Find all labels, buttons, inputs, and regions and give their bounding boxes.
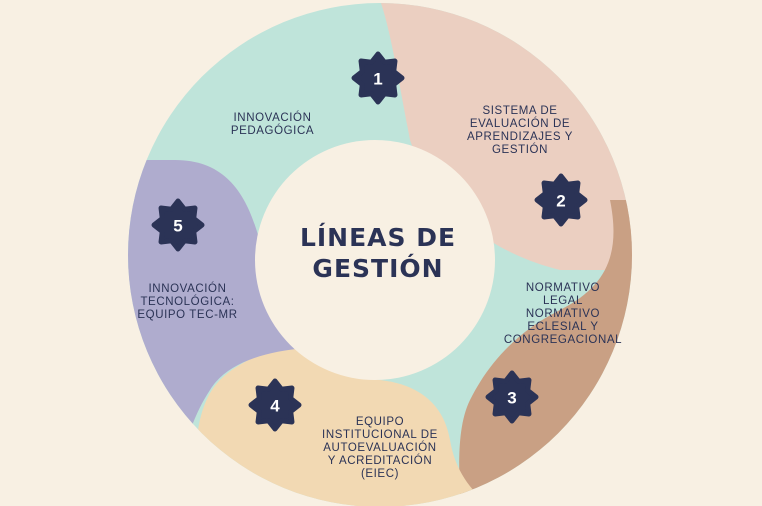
badge-2-number: 2 xyxy=(556,192,565,211)
label-line: TECNOLÓGICA: xyxy=(140,296,235,308)
label-line: PEDAGÓGICA xyxy=(230,125,315,137)
badge-1-number: 1 xyxy=(373,70,382,89)
center-title: LÍNEAS DE GESTIÓN xyxy=(258,222,498,284)
label-line: INNOVACIÓN xyxy=(148,283,227,295)
center-title-line1: LÍNEAS DE xyxy=(299,223,457,252)
label-line: LEGAL xyxy=(542,295,584,307)
label-line: NORMATIVO xyxy=(525,308,601,320)
badge-4-number: 4 xyxy=(270,397,280,416)
badge-4: 4 xyxy=(248,378,302,432)
badge-4-scallop xyxy=(248,378,302,432)
center-circle xyxy=(255,140,495,380)
segment-5-label: INNOVACIÓN TECNOLÓGICA: EQUIPO TEC-MR xyxy=(135,283,240,322)
label-line: ECLESIAL Y xyxy=(527,321,599,333)
badge-5-scallop xyxy=(151,198,205,252)
badge-3-number: 3 xyxy=(507,389,516,408)
segment-1-label: INNOVACIÓN PEDAGÓGICA xyxy=(205,112,340,138)
label-line: AUTOEVALUACIÓN xyxy=(323,442,437,454)
label-line: EQUIPO xyxy=(355,416,405,428)
badge-5: 5 xyxy=(151,198,205,252)
segment-2-label: SISTEMA DE EVALUACIÓN DE APRENDIZAJES Y … xyxy=(450,105,590,157)
label-line: APRENDIZAJES Y xyxy=(467,131,573,143)
segment-3-fill xyxy=(459,200,632,506)
badge-2-scallop xyxy=(534,173,588,227)
label-line: GESTIÓN xyxy=(492,144,548,156)
label-line: Y ACREDITACIÓN xyxy=(327,455,433,467)
segment-3-label: NORMATIVO LEGAL NORMATIVO ECLESIAL Y CON… xyxy=(497,282,629,347)
badge-5-number: 5 xyxy=(173,217,182,236)
label-line: EQUIPO TEC-MR xyxy=(137,309,238,321)
label-line: CONGREGACIONAL xyxy=(503,334,623,346)
badge-3: 3 xyxy=(485,370,539,424)
segment-4-label: EQUIPO INSTITUCIONAL DE AUTOEVALUACIÓN Y… xyxy=(310,416,450,481)
badge-3-scallop xyxy=(485,370,539,424)
segment-5-fill xyxy=(128,160,305,506)
label-line: INSTITUCIONAL DE xyxy=(322,429,438,441)
badge-2: 2 xyxy=(534,173,588,227)
label-line: INNOVACIÓN xyxy=(233,112,312,124)
center-title-line2: GESTIÓN xyxy=(312,254,444,283)
badge-1-scallop xyxy=(351,51,405,105)
label-line: SISTEMA DE xyxy=(482,105,558,117)
label-line: NORMATIVO xyxy=(525,282,601,294)
label-line: (EIEC) xyxy=(360,468,400,480)
label-line: EVALUACIÓN DE xyxy=(469,118,571,130)
badge-1: 1 xyxy=(351,51,405,105)
